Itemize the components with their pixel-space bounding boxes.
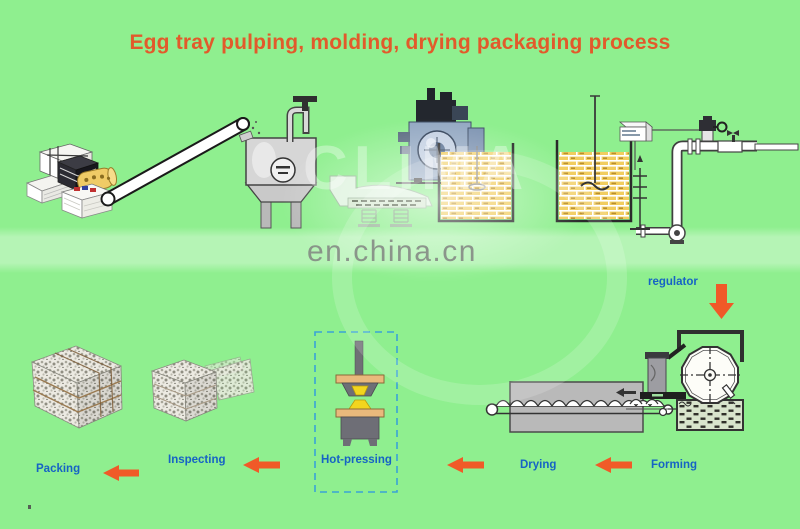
arrow-down-icon: [709, 284, 734, 319]
arrow-left-icon: [243, 457, 280, 473]
pump-and-piping: [618, 116, 799, 244]
hot-press: [314, 331, 398, 493]
site-watermark: en.china.cn: [307, 235, 477, 268]
arrow-left-icon: [103, 465, 139, 481]
egg-tray-stack-packed: [30, 345, 123, 429]
waste-paper-bales: [25, 143, 118, 219]
label-hot-pressing: Hot-pressing: [321, 454, 392, 466]
label-drying: Drying: [520, 459, 557, 471]
arrow-left-icon: [447, 457, 484, 473]
label-regulator: regulator: [648, 276, 698, 288]
arrow-left-icon: [595, 457, 632, 473]
diagram-title: Egg tray pulping, molding, drying packag…: [129, 31, 671, 54]
label-forming: Forming: [651, 459, 697, 471]
egg-tray-stack-inspecting: [150, 356, 255, 422]
belt-conveyor: [100, 117, 261, 207]
label-inspecting: Inspecting: [168, 454, 226, 466]
label-packing: Packing: [36, 463, 81, 475]
drying-line: [485, 381, 674, 433]
stray-mark: [28, 505, 31, 509]
forming-machine: [626, 330, 744, 431]
brand-watermark: CLIMA: [303, 134, 530, 203]
